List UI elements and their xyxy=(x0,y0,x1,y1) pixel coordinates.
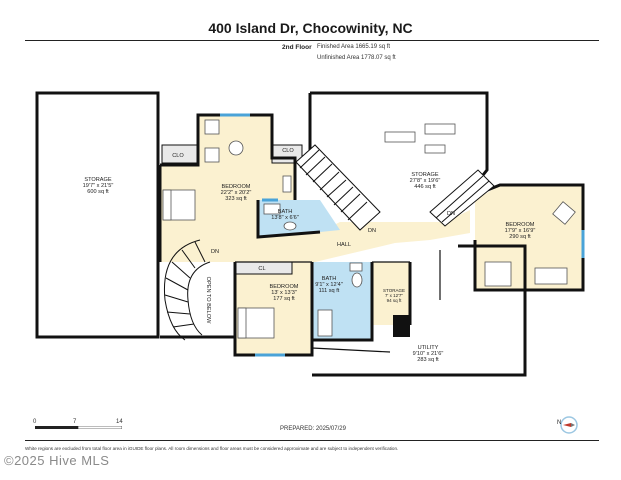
page-title: 400 Island Dr, Chocowinity, NC xyxy=(208,20,413,36)
prepared-date: PREPARED: 2025/07/29 xyxy=(280,426,346,432)
utility-area: 283 sq ft xyxy=(417,357,439,363)
curved-stair xyxy=(163,239,211,341)
disclaimer-text: White regions are excluded from total fl… xyxy=(25,446,399,451)
bath-small-name: BATH xyxy=(322,276,337,282)
finished-area: Finished Area 1665.19 sq ft xyxy=(317,44,391,50)
closet-right-label: CLO xyxy=(282,148,294,154)
right-stair-dn: DN xyxy=(447,211,455,217)
closet-small-label: CL xyxy=(258,266,265,272)
utility-dims: 9'10" x 21'6" xyxy=(413,351,444,357)
scale-seven: 7 xyxy=(73,419,77,425)
scale-fourteen: 14 xyxy=(116,419,123,425)
storage-left-dims: 19'7" x 21'5" xyxy=(83,183,114,189)
left-stair-dn: DN xyxy=(368,228,376,234)
compass-icon xyxy=(560,416,578,434)
stair-left xyxy=(295,144,381,231)
furniture xyxy=(162,119,576,339)
bedroom-small-dims: 13' x 13'3" xyxy=(271,290,297,296)
unfinished-area: Unfinished Area 1778.07 sq ft xyxy=(317,55,396,61)
bath-small-area: 111 sq ft xyxy=(319,288,340,294)
bedroom-right-dims: 17'9" x 16'9" xyxy=(505,228,536,234)
storage-center-dims: 27'8" x 19'6" xyxy=(410,178,441,184)
storage-small-area: 94 sq ft xyxy=(387,298,403,303)
compass-north-label: N xyxy=(557,420,562,426)
footer-divider xyxy=(25,440,599,441)
floor-label: 2nd Floor xyxy=(282,44,312,51)
scale-zero: 0 xyxy=(33,419,37,425)
interior-walls xyxy=(235,250,441,353)
storage-box xyxy=(393,315,410,337)
storage-small-name: STORAGE xyxy=(383,288,405,293)
scale-bar xyxy=(35,426,122,429)
curved-stair-dn: DN xyxy=(211,249,219,255)
room-labels: STORAGE 19'7" x 21'5" 600 sq ft BEDROOM … xyxy=(83,148,536,363)
storage-left-area: 600 sq ft xyxy=(87,189,109,195)
header-divider xyxy=(25,40,599,41)
bedroom-main-area: 323 sq ft xyxy=(225,196,247,202)
bedroom-right-name: BEDROOM xyxy=(506,222,535,228)
storage-left-name: STORAGE xyxy=(84,177,112,183)
open-to-below-label: OPEN TO BELOW xyxy=(205,277,211,324)
mls-watermark: ©2025 Hive MLS xyxy=(4,453,110,468)
bedroom-main-name: BEDROOM xyxy=(222,184,251,190)
storage-center-area: 446 sq ft xyxy=(414,184,436,190)
storage-small-dims: 7' x 12'7" xyxy=(385,293,403,298)
windows xyxy=(220,113,585,357)
bath-small-dims: 9'1" x 12'4" xyxy=(315,282,343,288)
bedroom-small-name: BEDROOM xyxy=(270,284,299,290)
bedroom-right-area: 290 sq ft xyxy=(509,234,531,240)
bedroom-small-area: 177 sq ft xyxy=(273,296,295,302)
bath-main-dims: 13'8" x 6'6" xyxy=(271,215,299,221)
closet-left-label: CLO xyxy=(172,153,184,159)
bath-main-name: BATH xyxy=(278,209,293,215)
stair-right xyxy=(429,169,495,227)
storage-center-name: STORAGE xyxy=(411,172,439,178)
bedroom-main-dims: 22'2" x 20'2" xyxy=(221,190,252,196)
utility-name: UTILITY xyxy=(418,345,439,351)
hall-name: HALL xyxy=(337,242,351,248)
